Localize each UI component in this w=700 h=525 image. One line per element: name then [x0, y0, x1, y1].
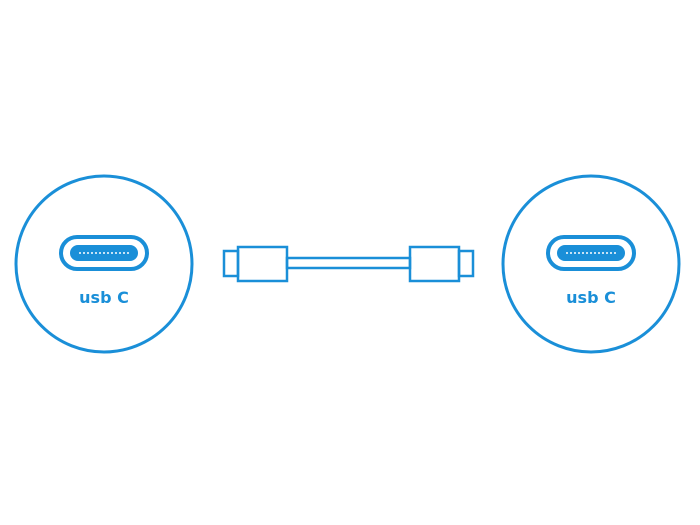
right-port-circle [501, 174, 681, 354]
left-port-label: usb C [79, 288, 129, 307]
right-port-label: usb C [566, 288, 616, 307]
cable-left-plug-tip [222, 249, 240, 278]
cable-right-plug-tip [457, 249, 475, 278]
left-usb-c-port-icon [59, 235, 149, 271]
left-port-circle [14, 174, 194, 354]
cable-cord [285, 256, 412, 270]
right-port [501, 174, 681, 354]
cable-right-plug-body [408, 245, 461, 283]
right-usb-c-port-icon [546, 235, 636, 271]
cable-left-plug-body [236, 245, 289, 283]
usb-c-cable-icon [222, 245, 475, 283]
left-port [14, 174, 194, 354]
